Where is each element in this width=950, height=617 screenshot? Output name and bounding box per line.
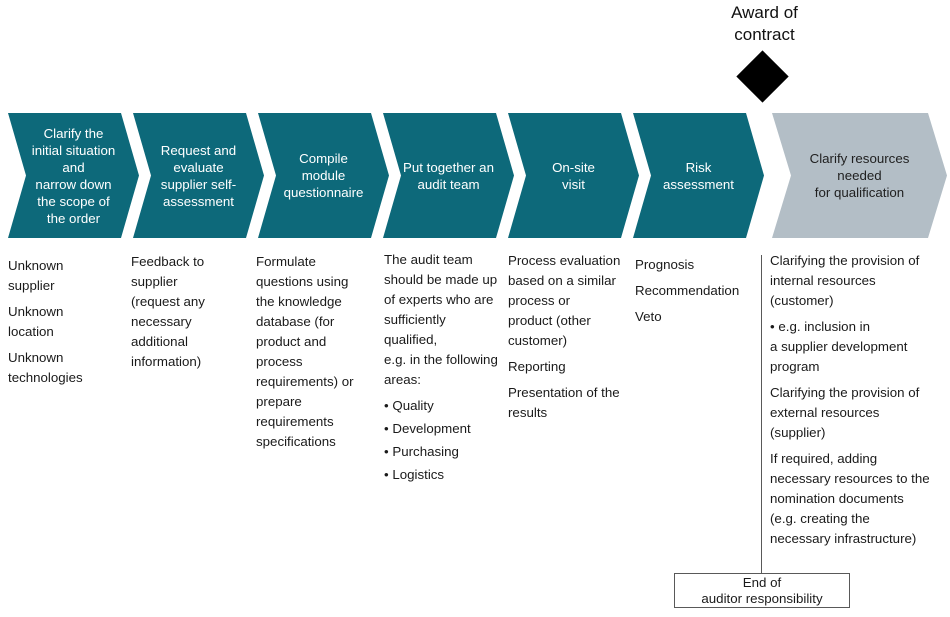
note-bullet: • Development [384, 421, 471, 436]
note-paragraph: Recommendation [635, 283, 740, 298]
notes-audit-team: The audit team should be made up of expe… [384, 250, 510, 488]
chevron-compile-questionnaire: Compile module questionnaire [258, 113, 389, 238]
note-paragraph: Veto [635, 309, 662, 324]
note-paragraph: Reporting [508, 359, 566, 374]
note-paragraph: Process evaluation based on a similar pr… [508, 253, 621, 348]
notes-clarify-resources: Clarifying the provision of internal res… [770, 251, 948, 555]
chevron-clarify-resources: Clarify resources needed for qualificati… [772, 113, 947, 238]
contract-diamond-icon [736, 50, 789, 103]
notes-clarify-initial-situation: Unknown supplier Unknown location Unknow… [8, 256, 126, 394]
notes-on-site-visit: Process evaluation based on a similar pr… [508, 251, 634, 429]
note-bullet: • Purchasing [384, 444, 459, 459]
note-bullet: • Quality [384, 398, 434, 413]
note-paragraph: Unknown supplier [8, 258, 64, 293]
award-of-contract-label: Award of contract [731, 3, 798, 44]
note-paragraph: Unknown location [8, 304, 64, 339]
note-paragraph: Clarifying the provision of internal res… [770, 253, 920, 308]
notes-compile-questionnaire: Formulate questions using the knowledge … [256, 252, 382, 458]
notes-risk-assessment: Prognosis Recommendation Veto [635, 255, 755, 333]
notes-request-self-assessment: Feedback to supplier (request any necess… [131, 252, 249, 378]
chevron-audit-team: Put together an audit team [383, 113, 514, 238]
chevron-on-site-visit: On-site visit [508, 113, 639, 238]
chevron-risk-assessment: Risk assessment [633, 113, 764, 238]
note-paragraph: Formulate questions using the knowledge … [256, 254, 354, 449]
auditor-responsibility-line [761, 255, 762, 573]
note-paragraph: Unknown technologies [8, 350, 83, 385]
note-paragraph: Presentation of the results [508, 385, 620, 420]
note-paragraph: If required, adding necessary resources … [770, 451, 930, 546]
note-paragraph: Clarifying the provision of external res… [770, 385, 920, 440]
note-paragraph: • e.g. inclusion in a supplier developme… [770, 319, 908, 374]
note-paragraph: Prognosis [635, 257, 695, 272]
note-paragraph: The audit team should be made up of expe… [384, 252, 498, 387]
end-of-auditor-responsibility-box: End of auditor responsibility [674, 573, 850, 608]
note-bullet: • Logistics [384, 467, 445, 482]
chevron-clarify-initial-situation: Clarify the initial situation and narrow… [8, 113, 139, 238]
chevron-request-self-assessment: Request and evaluate supplier self- asse… [133, 113, 264, 238]
note-paragraph: Feedback to supplier (request any necess… [131, 254, 205, 369]
